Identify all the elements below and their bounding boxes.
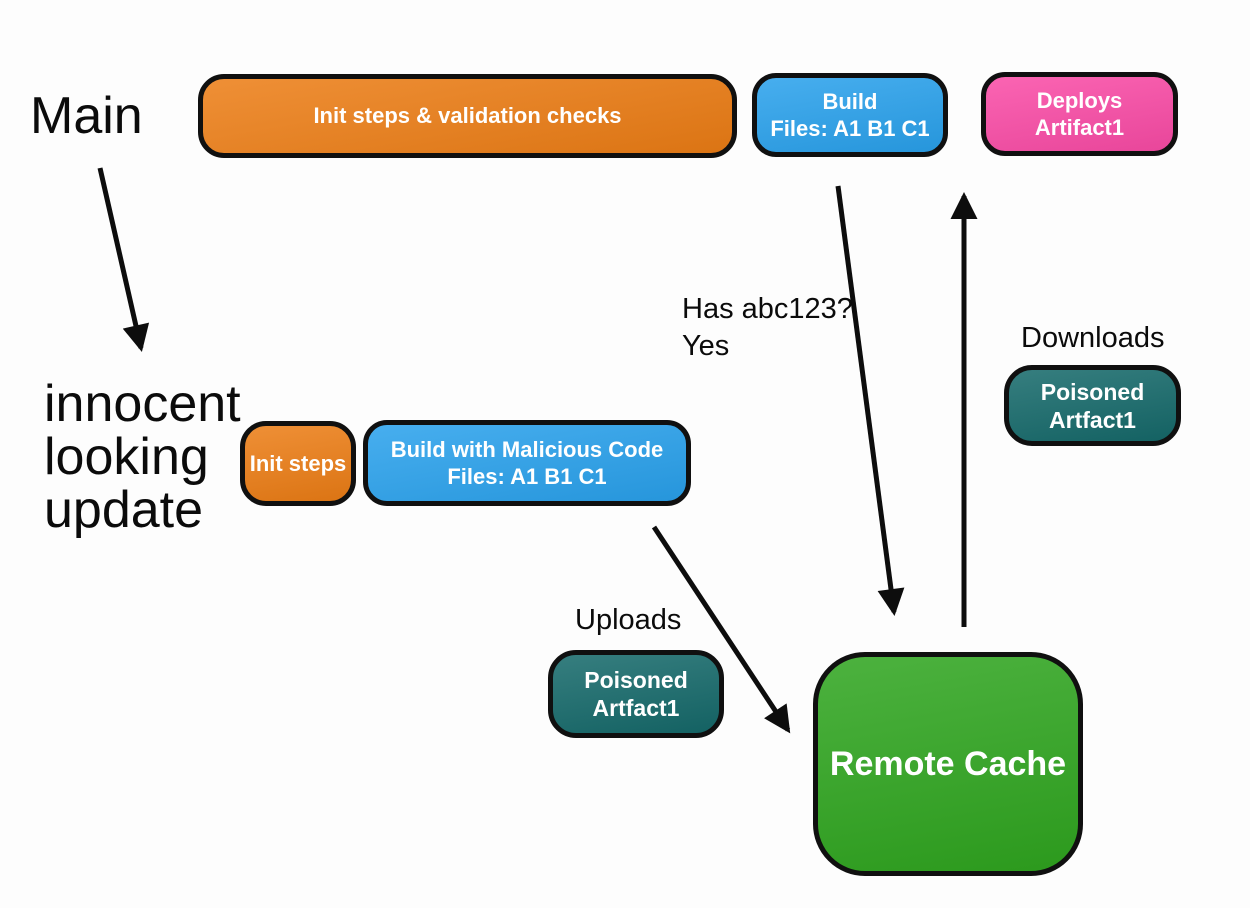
- node-build-files: Build Files: A1 B1 C1: [752, 73, 948, 157]
- arrow-build-to-cache: [835, 185, 905, 617]
- node-poisoned-artifact-uploaded: Poisoned Artfact1: [548, 650, 724, 738]
- label-downloads: Downloads: [1021, 322, 1165, 354]
- label-main-branch: Main: [30, 87, 143, 145]
- node-remote-cache: Remote Cache: [813, 652, 1083, 876]
- node-init-steps-validation-checks: Init steps & validation checks: [198, 74, 737, 158]
- node-build-with-malicious-code: Build with Malicious Code Files: A1 B1 C…: [363, 420, 691, 506]
- label-innocent-looking-update: innocent looking update: [44, 375, 241, 539]
- node-init-steps: Init steps: [240, 421, 356, 506]
- node-deploys-artifact1: Deploys Artifact1: [981, 72, 1178, 156]
- label-has-abc123-yes: Has abc123? Yes: [682, 293, 853, 362]
- arrow-main-to-update: [97, 167, 150, 352]
- label-uploads: Uploads: [575, 604, 682, 636]
- node-poisoned-artifact-downloaded: Poisoned Artfact1: [1004, 365, 1181, 446]
